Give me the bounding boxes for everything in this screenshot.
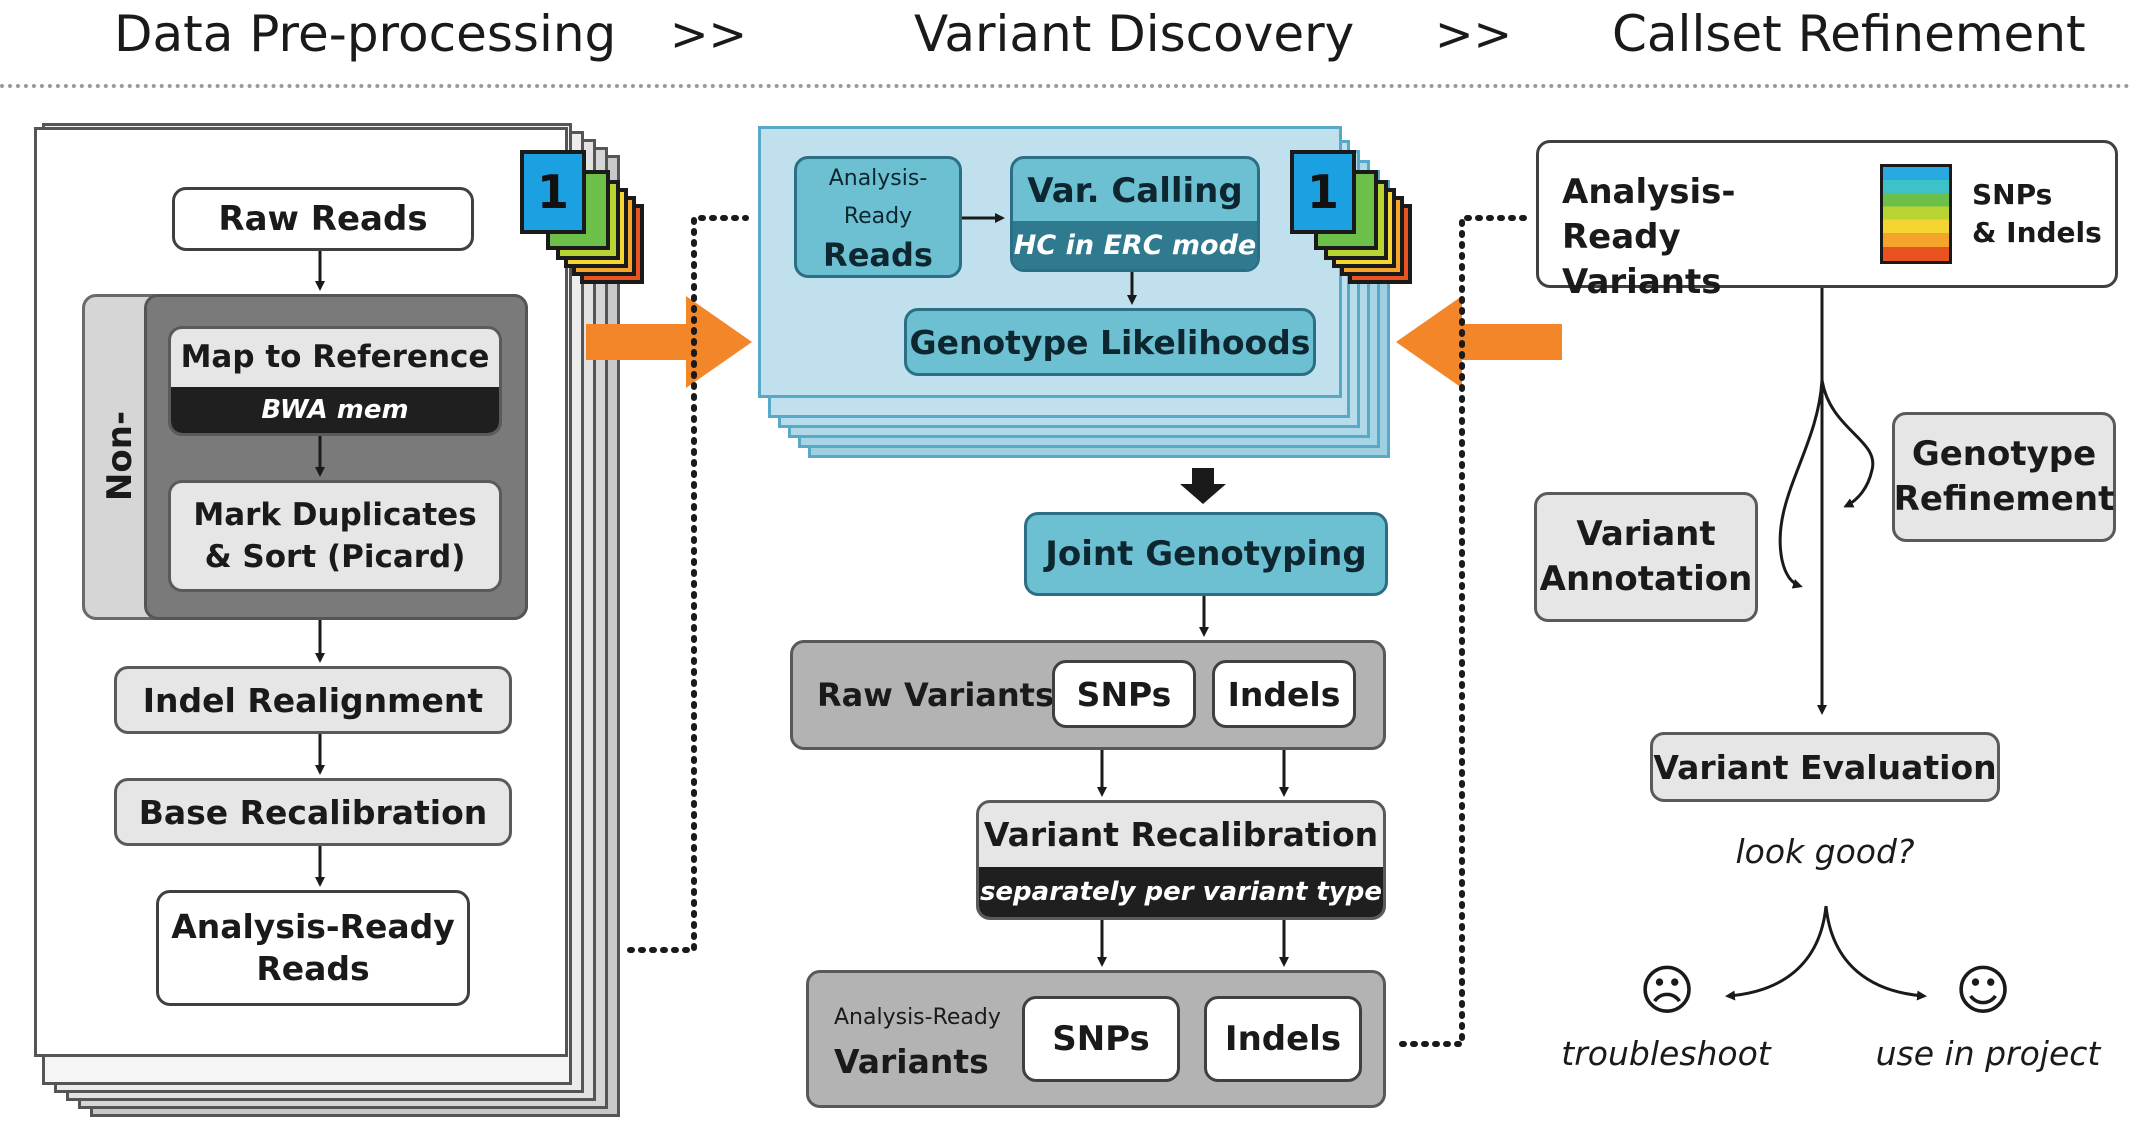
ar-reads-box: Analysis-Ready Reads — [794, 156, 962, 278]
variant-annotation-line2: Annotation — [1539, 559, 1753, 599]
variant-evaluation-label: Variant Evaluation — [1653, 747, 1997, 787]
var-calling-box: Var. Calling HC in ERC mode — [1010, 156, 1260, 272]
legend-line1: SNPs — [1972, 178, 2053, 211]
dotted-connector — [1399, 215, 1527, 1047]
ar-variants-line2: Variants — [834, 1042, 989, 1081]
curve-to-refinement — [1820, 379, 1875, 508]
analysis-ready-reads-line1: Analysis-Ready — [171, 907, 455, 946]
base-recalibration-box: Base Recalibration — [114, 778, 512, 846]
down-arrow — [1180, 468, 1226, 504]
orange-arrow-right — [586, 296, 752, 388]
ar-indels-box: Indels — [1204, 996, 1362, 1082]
orange-arrow-left — [1396, 296, 1562, 388]
bwa-mem-label: BWA mem — [261, 395, 409, 425]
analysis-ready-reads-line2: Reads — [256, 949, 370, 988]
variant-annotation-box: Variant Annotation — [1534, 492, 1758, 622]
refinement-ar-line2: Variants — [1562, 262, 1722, 302]
ar-variants-line1: Analysis-Ready — [834, 1005, 1001, 1030]
happy-face-icon: ☺ — [1954, 959, 2012, 1022]
separately-label: separately per variant type — [979, 877, 1383, 907]
snps-indels-legend-icon — [1880, 164, 1952, 264]
analysis-ready-reads-box: Analysis-Ready Reads — [156, 890, 470, 1006]
mark-duplicates-line2: & Sort (Picard) — [204, 539, 466, 575]
refinement-ar-line1: Analysis-Ready — [1562, 172, 1736, 257]
arrow-to-use-in-project — [1824, 905, 1927, 1001]
legend-line2: & Indels — [1972, 216, 2102, 249]
bwa-mem-caption: BWA mem — [171, 387, 499, 433]
stage-title-preprocessing: Data Pre-processing — [114, 5, 617, 63]
ar-indels-label: Indels — [1224, 1019, 1342, 1059]
mark-duplicates-line1: Mark Duplicates — [193, 497, 477, 533]
ar-reads-line1: Analysis-Ready — [828, 166, 928, 229]
raw-reads-box: Raw Reads — [172, 187, 474, 251]
raw-variants-label: Raw Variants — [817, 676, 1055, 714]
mark-duplicates-box: Mark Duplicates & Sort (Picard) — [168, 480, 502, 592]
dotted-connector — [627, 215, 749, 953]
genotype-refinement-box: Genotype Refinement — [1892, 412, 2116, 542]
stage-separator: >> — [1435, 7, 1513, 61]
raw-snps-label: SNPs — [1076, 674, 1172, 714]
discovery-arrows — [962, 213, 1289, 967]
curve-to-annotation — [1778, 379, 1824, 589]
genotype-likelihoods-label: Genotype Likelihoods — [909, 322, 1311, 362]
variant-recalibration-label: Variant Recalibration — [983, 815, 1379, 854]
joint-genotyping-box: Joint Genotyping — [1024, 512, 1388, 596]
sample-number-badge: 1 — [520, 150, 586, 234]
variant-evaluation-box: Variant Evaluation — [1650, 732, 2000, 802]
var-calling-label: Var. Calling — [1027, 171, 1243, 211]
refinement-input-box — [1536, 140, 2118, 288]
indel-realignment-box: Indel Realignment — [114, 666, 512, 734]
dotted-connectors — [627, 215, 1527, 1047]
ar-variants-label: Analysis-Ready Variants — [834, 996, 1014, 1086]
refinement-arrows — [1725, 288, 1927, 1001]
raw-reads-label: Raw Reads — [218, 199, 428, 239]
troubleshoot-label: troubleshoot — [1561, 1034, 1771, 1073]
genotype-refinement-line2: Refinement — [1893, 479, 2115, 519]
sad-face-icon: ☹ — [1638, 959, 1696, 1022]
raw-indels-box: Indels — [1212, 660, 1356, 728]
joint-genotyping-label: Joint Genotyping — [1045, 534, 1367, 574]
sample-number-badge: 1 — [1290, 150, 1356, 234]
separately-caption: separately per variant type — [979, 867, 1383, 917]
genotype-refinement-line1: Genotype — [1911, 434, 2097, 474]
stage-title-callset-refinement: Callset Refinement — [1612, 5, 2086, 63]
ar-snps-box: SNPs — [1022, 996, 1180, 1082]
header-divider — [0, 84, 2131, 88]
ar-reads-line2: Reads — [823, 236, 933, 274]
map-to-reference-label: Map to Reference — [180, 339, 490, 375]
snps-indels-legend-label: SNPs & Indels — [1972, 176, 2112, 256]
arrow-to-troubleshoot — [1725, 905, 1828, 1001]
stage-separator: >> — [670, 7, 748, 61]
map-to-reference-box: Map to Reference BWA mem — [168, 326, 502, 436]
use-in-project-label: use in project — [1875, 1034, 2101, 1073]
refinement-ar-variants-label: Analysis-Ready Variants — [1562, 170, 1822, 302]
hc-erc-label: HC in ERC mode — [1013, 229, 1257, 261]
base-recalibration-label: Base Recalibration — [138, 792, 488, 832]
ar-snps-label: SNPs — [1052, 1019, 1150, 1059]
hc-erc-caption: HC in ERC mode — [1013, 221, 1257, 269]
raw-indels-label: Indels — [1227, 674, 1341, 714]
variant-recalibration-box: Variant Recalibration separately per var… — [976, 800, 1386, 920]
variant-annotation-line1: Variant — [1576, 514, 1716, 554]
genotype-likelihoods-box: Genotype Likelihoods — [904, 308, 1316, 376]
look-good-label: look good? — [1735, 832, 1915, 871]
raw-snps-box: SNPs — [1052, 660, 1196, 728]
stage-title-variant-discovery: Variant Discovery — [914, 5, 1355, 63]
indel-realignment-label: Indel Realignment — [142, 680, 484, 720]
